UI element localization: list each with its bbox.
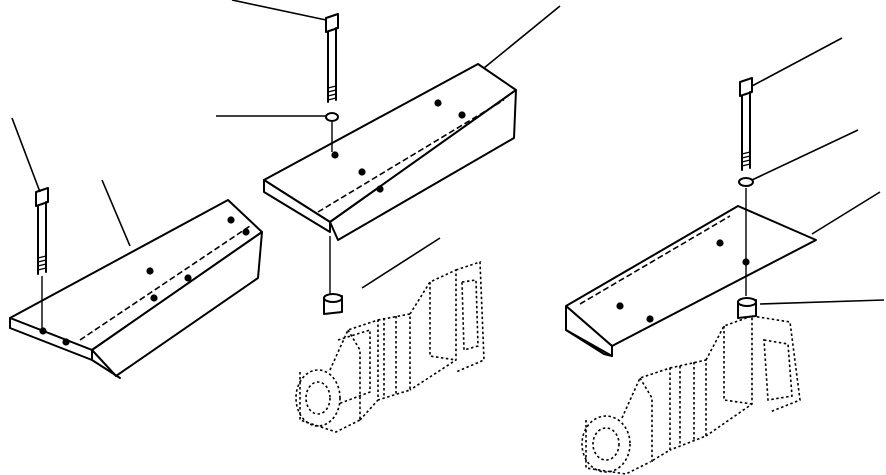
right-nut-leader	[759, 299, 885, 305]
left-bolt-leader	[11, 117, 41, 193]
center-bolt	[325, 13, 339, 103]
center-axle-housing-hidden	[295, 260, 485, 433]
left-cover-plate-assembly	[9, 117, 263, 379]
right-washer	[738, 177, 754, 187]
right-bolt-leader	[751, 37, 843, 87]
center-housing-leader	[361, 237, 441, 289]
center-washer	[325, 112, 339, 122]
center-spacer-nut	[323, 293, 343, 315]
center-bolt-leader	[231, 0, 327, 21]
right-cover-plate-assembly	[565, 37, 885, 475]
left-cover-plate	[9, 199, 263, 379]
right-plate-leader	[811, 191, 881, 235]
right-bolt	[739, 77, 753, 171]
center-cover-plate-assembly	[216, 0, 561, 433]
center-plate-leader	[483, 5, 561, 69]
left-plate-leader	[101, 179, 131, 247]
right-cover-plate	[565, 205, 817, 357]
right-axle-housing-hidden	[581, 314, 801, 475]
left-bolt	[35, 187, 49, 330]
right-washer-leader	[751, 129, 859, 181]
center-cover-plate	[263, 63, 517, 241]
right-spacer-nut	[737, 297, 757, 319]
